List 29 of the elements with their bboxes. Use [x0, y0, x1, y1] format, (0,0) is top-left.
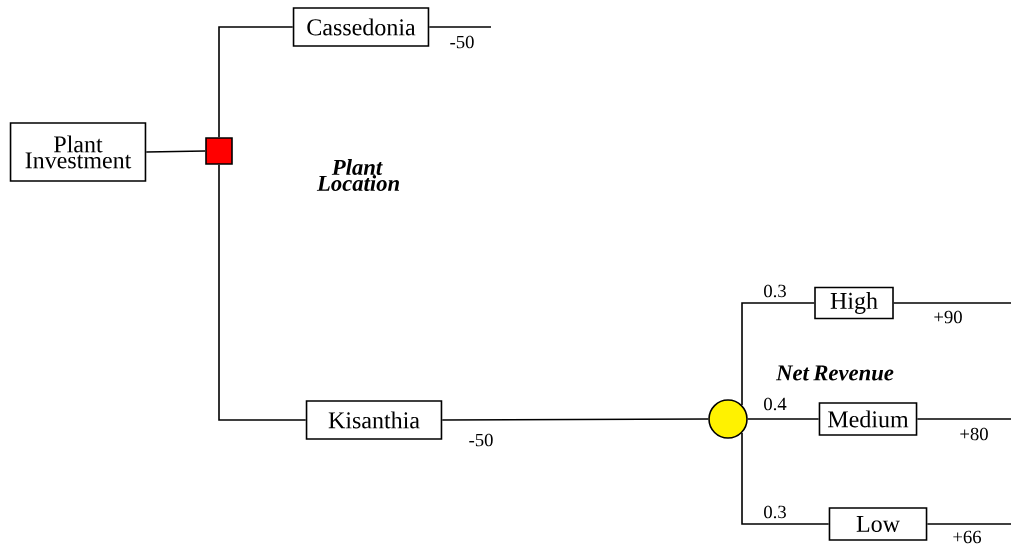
edge-label: +90: [932, 309, 964, 325]
branch-line: [893, 302, 1011, 304]
outcome-box: Low: [828, 507, 928, 541]
edge-label: 0.4: [762, 396, 788, 412]
edge-label: 0.3: [762, 283, 788, 299]
outcome-box: Medium: [818, 402, 918, 436]
outcome-box: Cassedonia: [292, 7, 430, 47]
outcome-box: Plant Investment: [9, 122, 147, 182]
branch-line: [218, 164, 307, 421]
branch-line: [741, 302, 815, 406]
stage-label: Net Revenue: [775, 365, 894, 381]
branch-line: [747, 418, 820, 420]
edge-label: +80: [958, 426, 990, 442]
edge-label: +66: [951, 529, 983, 544]
outcome-box: Kisanthia: [305, 400, 443, 440]
branch-line: [428, 26, 492, 28]
outcome-box: High: [814, 286, 894, 320]
branch-line: [218, 26, 294, 138]
edge-label: 0.3: [762, 504, 788, 520]
stage-label: Plant Location: [316, 159, 399, 191]
branch-line: [916, 418, 1011, 420]
chance-circle: [708, 399, 748, 439]
branch-line: [145, 150, 206, 153]
edge-label: -50: [467, 432, 495, 448]
branch-line: [926, 523, 1011, 525]
edge-label: -50: [448, 34, 476, 50]
branch-line: [741, 432, 830, 525]
branch-line: [441, 418, 709, 421]
decision-square: [205, 137, 233, 165]
